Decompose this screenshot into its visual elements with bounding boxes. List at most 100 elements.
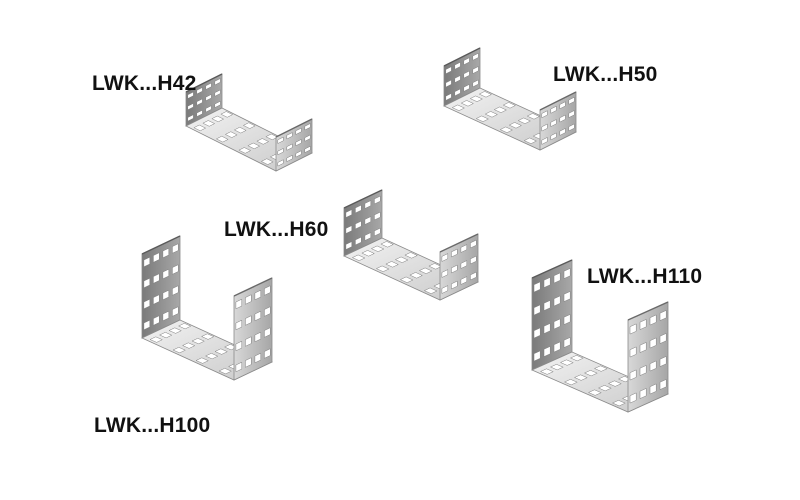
perforation-slot: [196, 87, 203, 95]
perforation-slot: [172, 264, 179, 275]
perforation-slot: [472, 52, 479, 61]
perforation-slot: [568, 96, 575, 105]
perforation-slot: [182, 342, 196, 349]
perforation-slot: [193, 124, 207, 132]
perforation-slot: [245, 357, 252, 368]
perforation-slot: [168, 327, 182, 334]
perforation-slot: [394, 256, 409, 263]
perforation-slot: [304, 123, 311, 131]
perforation-slot: [187, 91, 194, 99]
perforation-slot: [583, 370, 598, 377]
perforation-slot: [549, 364, 564, 371]
perforation-slot: [201, 333, 215, 340]
perforation-slot: [472, 66, 479, 75]
perforation-slot: [196, 109, 203, 118]
tray-rim: [141, 235, 181, 255]
perforation-slot: [178, 323, 192, 330]
perforation-slot: [172, 243, 179, 254]
perforation-slot: [364, 200, 372, 209]
perforation-slot: [235, 340, 243, 352]
perforation-slot: [478, 91, 492, 98]
perforation-slot: [295, 127, 302, 135]
perforation-slot: [374, 227, 381, 237]
perforation-slot: [214, 100, 221, 109]
perforation-slot: [254, 289, 262, 301]
tray-h60-icon: [343, 189, 479, 301]
perforation-slot: [659, 333, 667, 344]
perforation-slot: [286, 154, 293, 163]
perforation-slot: [295, 138, 302, 147]
perforation-slot: [441, 285, 449, 294]
perforation-slot: [553, 272, 561, 284]
perforation-slot: [463, 57, 470, 66]
perforation-slot: [254, 310, 262, 322]
perforation-slot: [187, 102, 194, 111]
perforation-slot: [559, 359, 574, 366]
perforation-slot: [445, 92, 452, 101]
perforation-slot: [172, 347, 186, 354]
perforation-slot: [493, 106, 507, 113]
perforation-slot: [205, 82, 212, 90]
perforation-slot: [214, 348, 228, 355]
perforation-slot: [611, 400, 626, 407]
perforation-slot: [523, 137, 537, 144]
perforation-slot: [143, 256, 151, 268]
perforation-slot: [639, 342, 647, 353]
perforation-slot: [205, 353, 219, 360]
perforation-slot: [563, 337, 571, 348]
perforation-slot: [533, 304, 541, 316]
label-h42: LWK...H42: [92, 72, 197, 95]
perforation-slot: [568, 123, 575, 132]
tray-h42-icon: [185, 73, 313, 172]
perforation-slot: [460, 276, 468, 285]
perforation-slot: [649, 314, 657, 326]
tray-rim: [531, 259, 573, 279]
perforation-slot: [304, 145, 311, 154]
perforation-slot: [541, 123, 548, 132]
perforation-slot: [153, 252, 160, 263]
perforation-slot: [541, 110, 548, 119]
perforation-slot: [649, 360, 657, 372]
perforation-slot: [563, 379, 578, 386]
perforation-slot: [385, 261, 399, 268]
perforation-slot: [587, 389, 602, 396]
perforation-slot: [553, 295, 561, 307]
perforation-slot: [553, 341, 561, 353]
perforation-slot: [539, 368, 554, 375]
perforation-slot: [162, 247, 170, 259]
perforation-slot: [469, 95, 483, 102]
perforation-slot: [205, 105, 212, 113]
perforation-slot: [211, 115, 225, 123]
perforation-slot: [659, 379, 667, 390]
perforation-slot: [374, 195, 381, 205]
perforation-slot: [149, 336, 163, 343]
perforation-slot: [550, 132, 557, 141]
perforation-slot: [533, 350, 541, 362]
perforation-slot: [215, 135, 229, 143]
perforation-slot: [460, 100, 474, 107]
perforation-slot: [659, 310, 667, 321]
tray-rim: [439, 233, 479, 253]
perforation-slot: [245, 294, 252, 305]
perforation-slot: [364, 216, 372, 225]
perforation-slot: [399, 276, 414, 283]
perforation-slot: [254, 331, 262, 343]
perforation-slot: [162, 268, 170, 280]
perforation-slot: [345, 209, 353, 218]
perforation-slot: [345, 241, 353, 250]
tray-h50-icon: [443, 47, 577, 151]
perforation-slot: [563, 268, 571, 279]
tray-h110-icon: [531, 259, 669, 413]
perforation-slot: [245, 336, 252, 347]
tray-rim: [627, 301, 669, 321]
perforation-slot: [404, 252, 418, 259]
perforation-slot: [264, 327, 271, 338]
perforation-slot: [629, 392, 637, 404]
perforation-slot: [277, 136, 284, 144]
perforation-slot: [607, 380, 622, 387]
tray-rim: [343, 189, 383, 209]
perforation-slot: [264, 348, 271, 359]
perforation-slot: [277, 159, 284, 167]
perforation-slot: [629, 369, 637, 381]
